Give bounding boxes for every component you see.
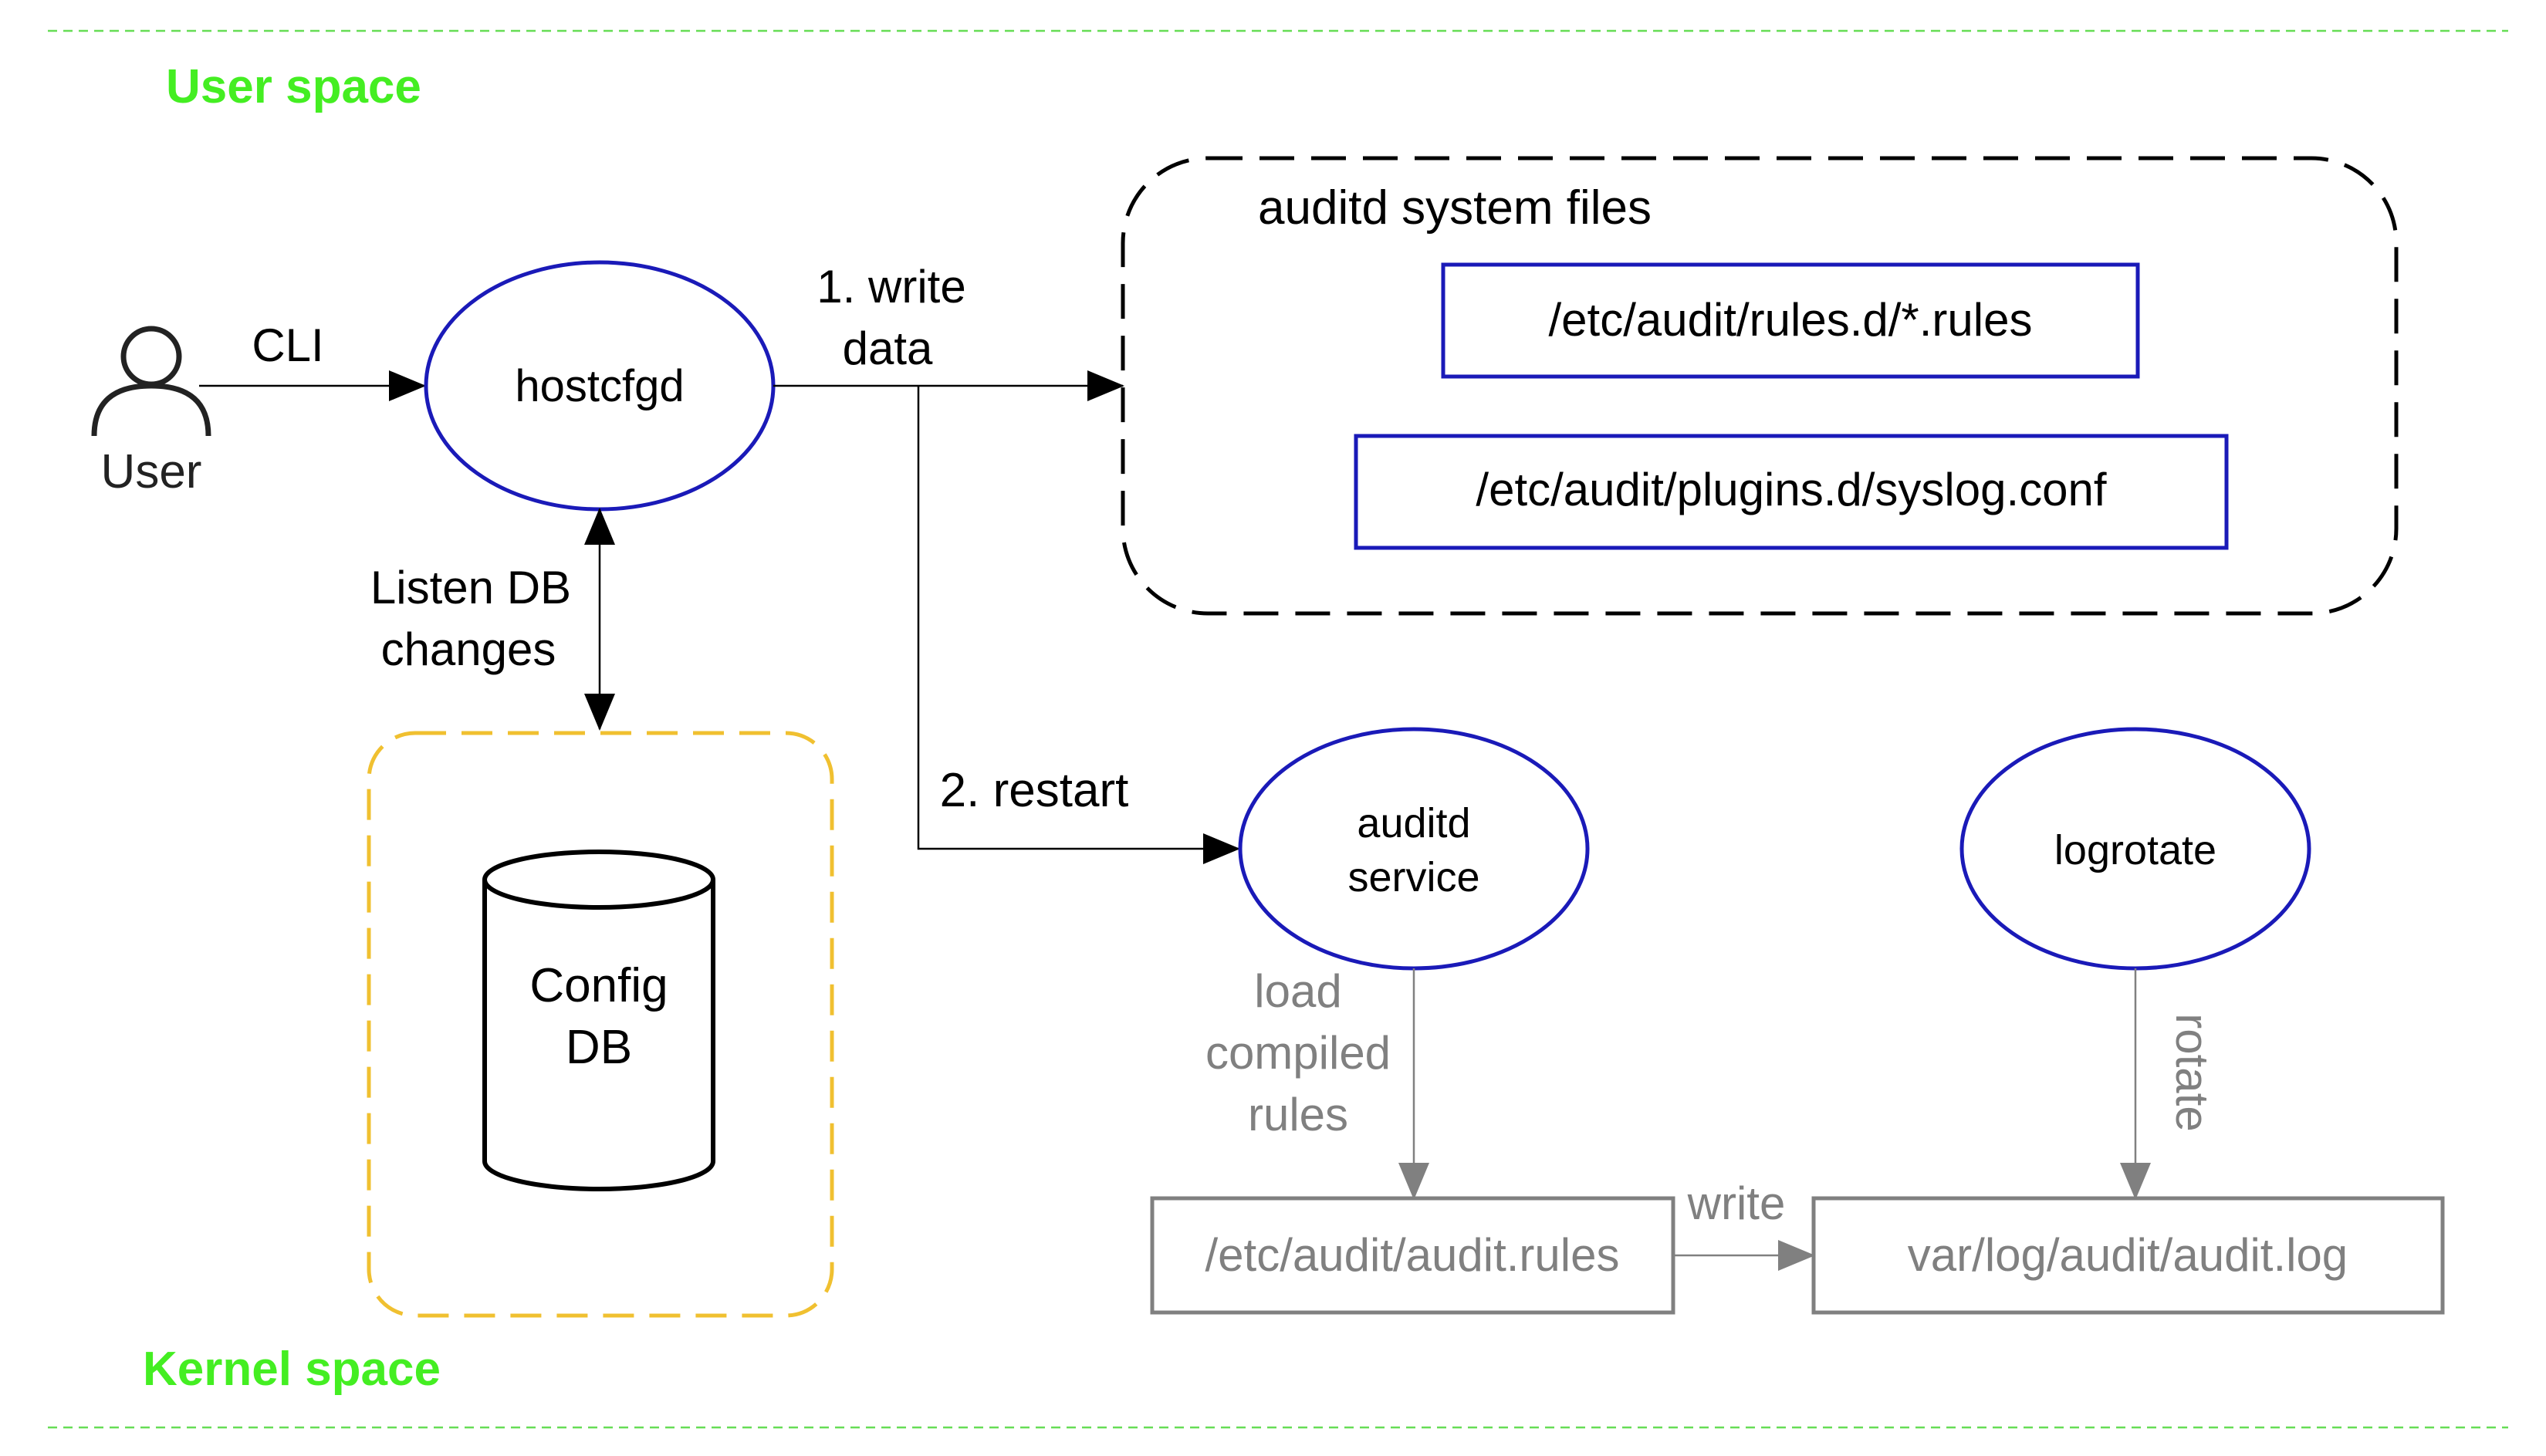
database-icon — [482, 850, 715, 1191]
audit-rules-box — [1150, 1196, 1675, 1315]
auditd-service-label-2: service — [1347, 854, 1479, 900]
rules-file-box — [1441, 262, 2140, 379]
syslog-conf-box — [1354, 434, 2229, 550]
cli-label: CLI — [252, 319, 323, 371]
syslog-conf-label: /etc/audit/plugins.d/syslog.conf — [1476, 464, 2106, 515]
listen-db-label-1: Listen DB — [370, 562, 571, 613]
config-db-group — [367, 731, 834, 1318]
audit-log-label: var/log/audit/audit.log — [1908, 1229, 2348, 1281]
rules-file-label: /etc/audit/rules.d/*.rules — [1549, 294, 2033, 346]
auditd-system-files-title: auditd system files — [1258, 181, 1652, 235]
user-label: User — [101, 445, 202, 498]
audit-rules-label: /etc/audit/audit.rules — [1205, 1229, 1620, 1281]
kernel-space-label: Kernel space — [143, 1343, 441, 1396]
write-log-label: write — [1687, 1177, 1786, 1229]
audit-log-box — [1811, 1196, 2445, 1315]
write-data-label-2: data — [843, 323, 933, 374]
listen-db-label-2: changes — [381, 623, 556, 675]
logrotate-label: logrotate — [2054, 827, 2216, 873]
auditd-service-node — [1238, 727, 1590, 971]
config-db-label-2: DB — [566, 1021, 632, 1074]
auditd-service-label-1: auditd — [1357, 800, 1470, 846]
rotate-label: rotate — [2166, 1013, 2218, 1131]
restart-label: 2. restart — [940, 764, 1129, 817]
load-rules-label-2: compiled — [1205, 1027, 1391, 1079]
restart-arrow — [917, 386, 1240, 864]
write-data-label-1: 1. write — [817, 261, 965, 312]
user-space-label: User space — [166, 60, 421, 113]
auditd-system-files-group — [1121, 156, 2399, 616]
load-rules-label-1: load — [1254, 965, 1341, 1017]
user-icon — [91, 326, 211, 437]
hostcfgd-label: hostcfgd — [515, 361, 684, 411]
load-rules-label-3: rules — [1248, 1089, 1348, 1140]
config-db-label-1: Config — [529, 959, 668, 1012]
